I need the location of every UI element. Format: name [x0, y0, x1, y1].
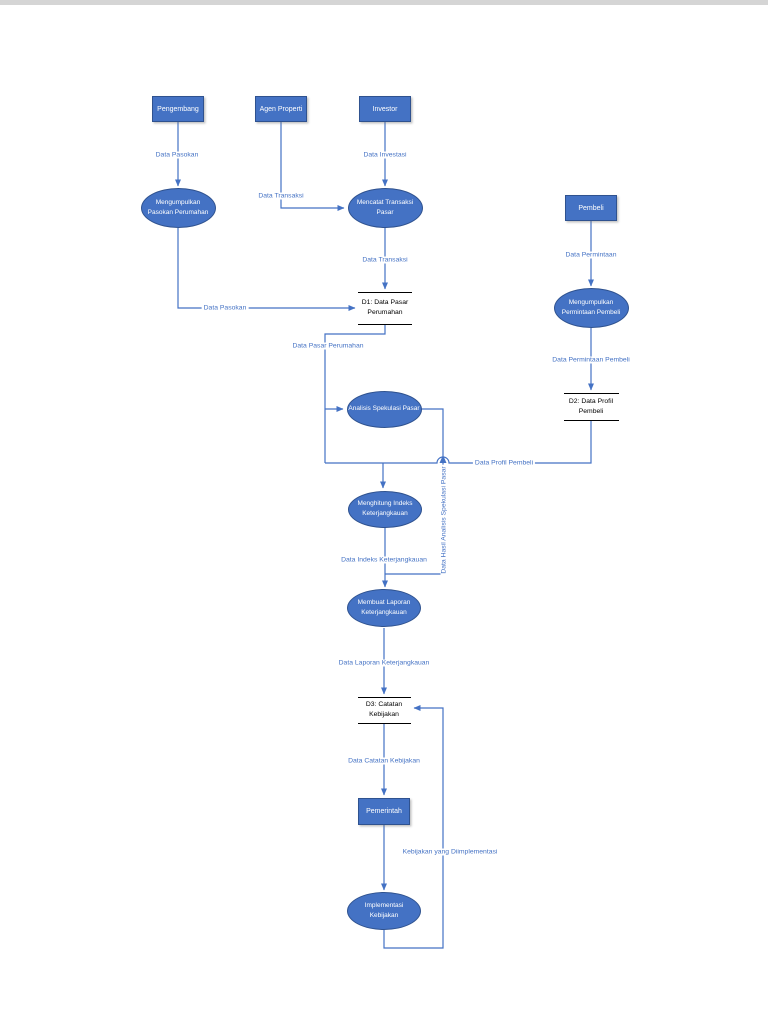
label-data-catatan-kebijakan: Data Catatan Kebijakan	[346, 757, 422, 765]
entity-investor: Investor	[359, 96, 411, 122]
entity-pengembang-label: Pengembang	[157, 105, 199, 113]
datastore-d1-data-pasar-perumahan-label: Perumahan	[367, 309, 403, 316]
process-mengumpulkan-pasokan-perumahan-label: Pasokan Perumahan	[147, 209, 209, 216]
datastore-d2-data-profil-pembeli-label: D2: Data Profil	[568, 398, 614, 406]
process-mencatat-transaksi-pasar-label: Mencatat Transaksi	[356, 199, 414, 207]
label-data-pasar-perumahan: Data Pasar Perumahan	[290, 342, 366, 350]
process-menghitung-indeks-keterjangkauan-label: Keterjangkauan	[362, 510, 408, 517]
datastore-d3-catatan-kebijakan-label: Kebijakan	[369, 711, 399, 718]
label-data-investasi: Data Investasi	[361, 151, 409, 159]
entity-pemerintah-label: Pemerintah	[366, 807, 402, 815]
process-mengumpulkan-permintaan-pembeli-label: Mengumpulkan	[568, 299, 614, 307]
datastore-d1-data-pasar-perumahan-label: D1: Data Pasar	[361, 299, 409, 307]
flow-d1-to-junction	[324, 325, 386, 463]
process-menghitung-indeks-keterjangkauan-label: Menghitung Indeks	[357, 500, 413, 508]
datastore-d3-catatan-kebijakan-label: D3: Catatan	[365, 701, 403, 709]
label-data-pasokan-1: Data Pasokan	[153, 151, 201, 159]
entity-agen-properti: Agen Properti	[255, 96, 307, 122]
entity-pembeli-label: Pembeli	[578, 204, 604, 212]
process-mengumpulkan-permintaan-pembeli-label: Permintaan Pembeli	[561, 309, 621, 316]
entity-pembeli: Pembeli	[565, 195, 617, 221]
label-data-hasil-analisis: Data Hasil Analisis Spekulasi Pasar	[440, 464, 448, 576]
label-data-permintaan-pembeli: Data Permintaan Pembeli	[550, 356, 632, 364]
process-analisis-spekulasi-pasar-label: Analisis Spekulasi Pasar	[348, 405, 420, 413]
process-implementasi-kebijakan-label: Kebijakan	[369, 912, 399, 919]
label-data-permintaan: Data Permintaan	[563, 251, 619, 259]
label-data-transaksi-2: Data Transaksi	[360, 256, 410, 264]
process-analisis-spekulasi-pasar: Analisis Spekulasi Pasar	[346, 390, 422, 428]
process-mengumpulkan-pasokan-perumahan-label: Mengumpulkan	[155, 199, 201, 207]
page-top-strip	[0, 0, 768, 5]
label-data-profil-pembeli: Data Profil Pembeli	[472, 459, 536, 467]
entity-investor-label: Investor	[372, 105, 398, 113]
flow-analisis-spekulasi-output-mid-arrow	[439, 455, 447, 463]
flow-d2-to-junction	[325, 421, 592, 464]
process-membuat-laporan-keterjangkauan-label: Membuat Laporan	[357, 599, 411, 607]
label-data-pasokan-2: Data Pasokan	[201, 304, 249, 312]
process-mencatat-transaksi-pasar-label: Pasar	[376, 209, 394, 216]
entity-pengembang: Pengembang	[152, 96, 204, 122]
datastore-d2-data-profil-pembeli-label: Pembeli	[578, 408, 604, 415]
entity-pemerintah: Pemerintah	[358, 797, 410, 825]
process-implementasi-kebijakan-label: Implementasi	[364, 902, 404, 910]
process-membuat-laporan-keterjangkauan-label: Keterjangkauan	[361, 609, 407, 616]
label-data-indeks-keterjangkauan: Data Indeks Keterjangkauan	[339, 556, 429, 564]
flow-mengumpulkan-pasokan-to-d1	[177, 228, 356, 311]
label-kebijakan-yang-diimplementasi: Kebijakan yang Diimplementasi	[400, 848, 500, 856]
flow-agen-properti-to-mencatat-transaksi	[280, 122, 345, 211]
flow-implementasi-to-d3	[383, 705, 444, 949]
entity-agen-properti-label: Agen Properti	[259, 105, 303, 113]
label-data-laporan-keterjangkauan: Data Laporan Keterjangkauan	[336, 659, 432, 667]
label-data-transaksi-1: Data Transaksi	[256, 192, 306, 200]
